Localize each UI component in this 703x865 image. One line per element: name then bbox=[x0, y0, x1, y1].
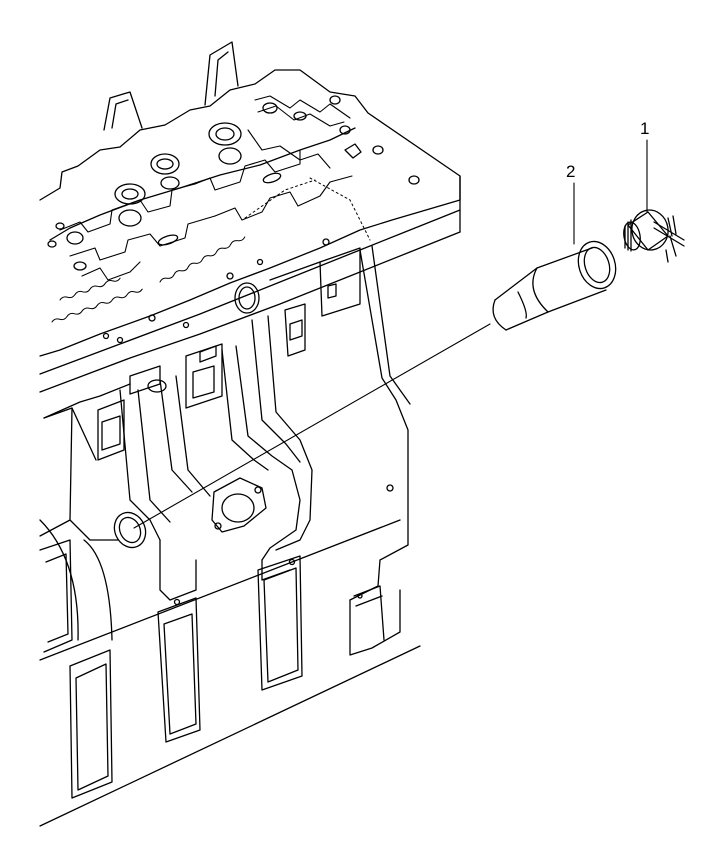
sleeve-tube-part bbox=[492, 240, 617, 331]
callout-number-2: 2 bbox=[566, 162, 576, 181]
head-passages bbox=[59, 95, 353, 281]
engine-block bbox=[39, 41, 461, 827]
gasket-bead bbox=[51, 177, 371, 323]
leader-lines bbox=[133, 139, 648, 529]
block-deck bbox=[39, 175, 461, 419]
head-ports bbox=[47, 95, 420, 271]
block-body bbox=[39, 245, 421, 827]
callout-number-1: 1 bbox=[640, 119, 650, 138]
plug-part bbox=[623, 209, 685, 263]
side-bosses bbox=[113, 477, 267, 549]
assembly-axis-line bbox=[133, 323, 491, 529]
block-side-lugs bbox=[97, 247, 361, 461]
